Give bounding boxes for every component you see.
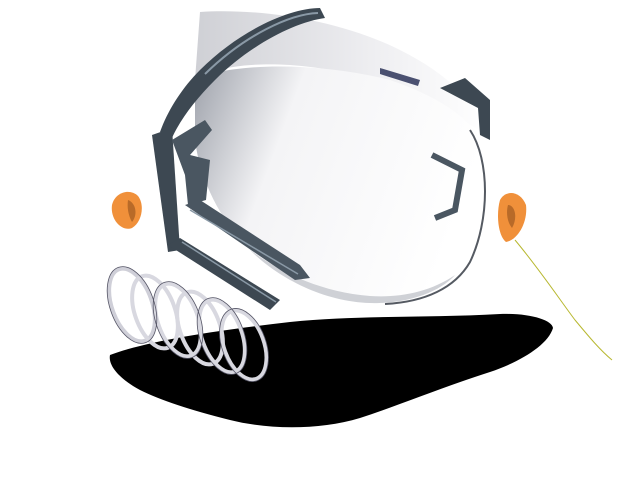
spring-coil [107, 266, 157, 344]
ear-pad-right-inner [507, 205, 516, 228]
ear-pad-left [111, 191, 142, 229]
shell-rim [384, 129, 486, 305]
shell-body [195, 66, 489, 304]
frame-upright [152, 128, 180, 252]
spring-coil [219, 308, 269, 382]
shell-detail [380, 68, 420, 86]
spring-outline [106, 266, 269, 382]
spring-coil [130, 273, 180, 351]
frame-arm-middle [185, 200, 310, 280]
front-clip [440, 78, 490, 140]
cable [514, 239, 613, 361]
shell-top [195, 11, 488, 136]
spring [107, 266, 269, 382]
ear-pad-left-inner [127, 200, 136, 222]
headband-highlight [204, 12, 319, 75]
frame-arm-lower [168, 238, 280, 310]
frame-arm-highlight [181, 209, 299, 303]
visor-latch [430, 152, 466, 221]
headband [160, 8, 325, 138]
frame-bracket [172, 120, 212, 205]
